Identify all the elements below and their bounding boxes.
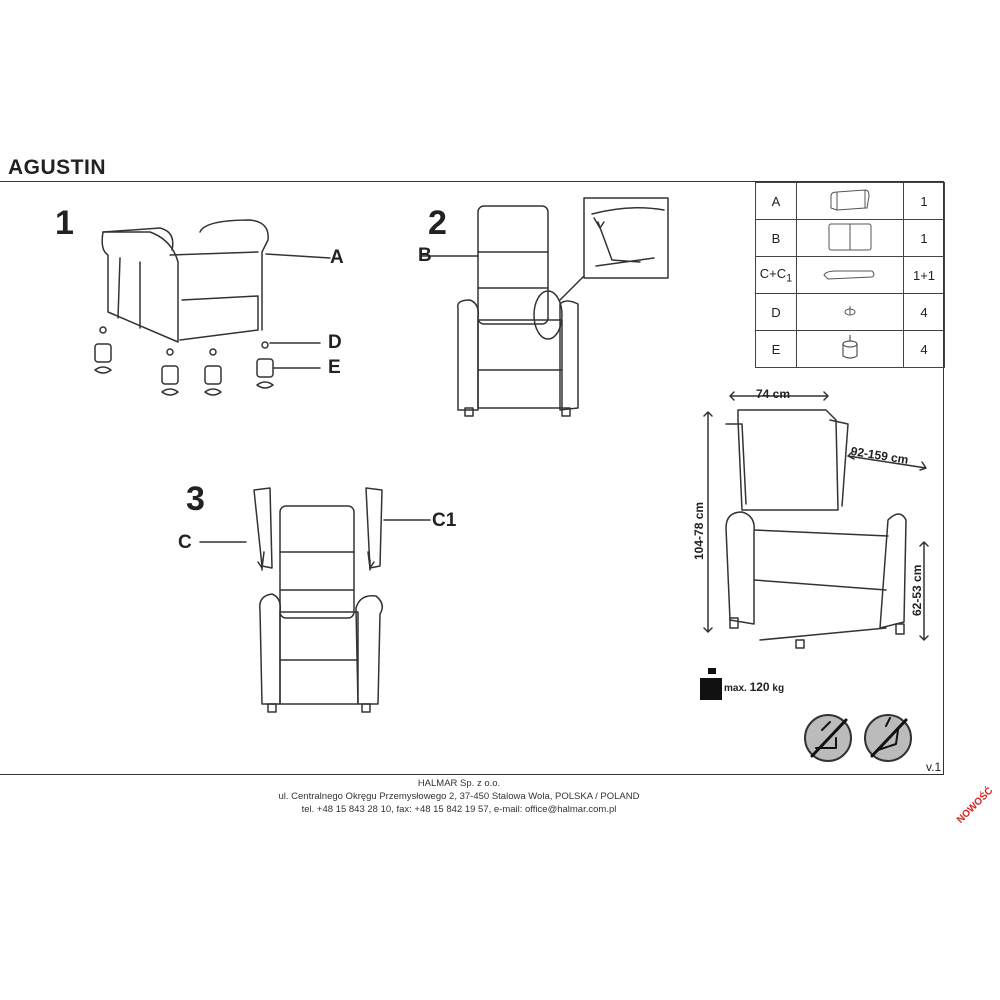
part-letter: D (755, 293, 797, 331)
part-qty: 1+1 (903, 256, 945, 294)
footer-contact: tel. +48 15 843 28 10, fax: +48 15 842 1… (301, 804, 617, 815)
footer-company: HALMAR Sp. z o.o. (417, 778, 501, 789)
part-qty: 4 (903, 293, 945, 331)
label-d: D (328, 332, 342, 353)
wing-panel-icon (823, 270, 875, 280)
parts-row: C+C1 1+1 (755, 256, 945, 294)
parts-row: B 1 (755, 219, 945, 257)
dimension-armchair-drawing (703, 391, 929, 649)
page-title: AGUSTIN (8, 156, 106, 179)
step1-legs (94, 326, 321, 396)
max-load: max. 120 kg (724, 680, 784, 694)
instruction-frame (0, 181, 944, 775)
label-b: B (418, 245, 432, 266)
backrest-icon (828, 223, 872, 250)
step-number-2: 2 (428, 204, 447, 242)
parts-row: D 4 (755, 293, 945, 331)
version-label: v.1 (926, 760, 942, 774)
part-letter: A (755, 182, 797, 220)
step2-armchair-drawing (419, 197, 669, 417)
no-step-on-armrest-icon (864, 714, 912, 762)
no-stand-on-seat-icon (804, 714, 852, 762)
leg-icon (842, 334, 858, 359)
part-qty: 1 (903, 182, 945, 220)
part-qty: 4 (903, 330, 945, 368)
armchair-icon (830, 188, 870, 211)
step-number-3: 3 (186, 480, 205, 518)
part-qty: 1 (903, 219, 945, 257)
max-load-unit: kg (772, 683, 785, 694)
footer: HALMAR Sp. z o.o. ul. Centralnego Okręgu… (0, 777, 918, 816)
footer-address: ul. Centralnego Okręgu Przemysłowego 2, … (278, 791, 640, 802)
part-letter: E (755, 330, 797, 368)
max-load-prefix: max. (724, 683, 747, 694)
screw-icon (844, 305, 856, 315)
label-c1: C1 (432, 510, 457, 531)
step3-armchair-drawing (199, 487, 431, 713)
step-number-1: 1 (55, 204, 74, 242)
parts-row: E 4 (755, 330, 945, 368)
step1-armchair-drawing (101, 219, 331, 343)
dimension-height: 104-78 cm (692, 501, 706, 560)
part-letter-sub: 1 (786, 272, 793, 285)
label-a: A (330, 247, 344, 268)
max-load-value: 120 (749, 680, 770, 694)
part-letter: C+C (759, 265, 787, 281)
part-letter: B (755, 219, 797, 257)
dimension-width: 74 cm (756, 387, 791, 401)
parts-row: A 1 (755, 182, 945, 220)
parts-table: A 1 B 1 C+C1 1+1 D 4 E 4 (755, 182, 945, 368)
dimension-seat-height: 62-53 cm (910, 564, 924, 616)
label-c: C (178, 532, 192, 553)
label-e: E (328, 357, 341, 378)
weight-icon (700, 668, 722, 700)
